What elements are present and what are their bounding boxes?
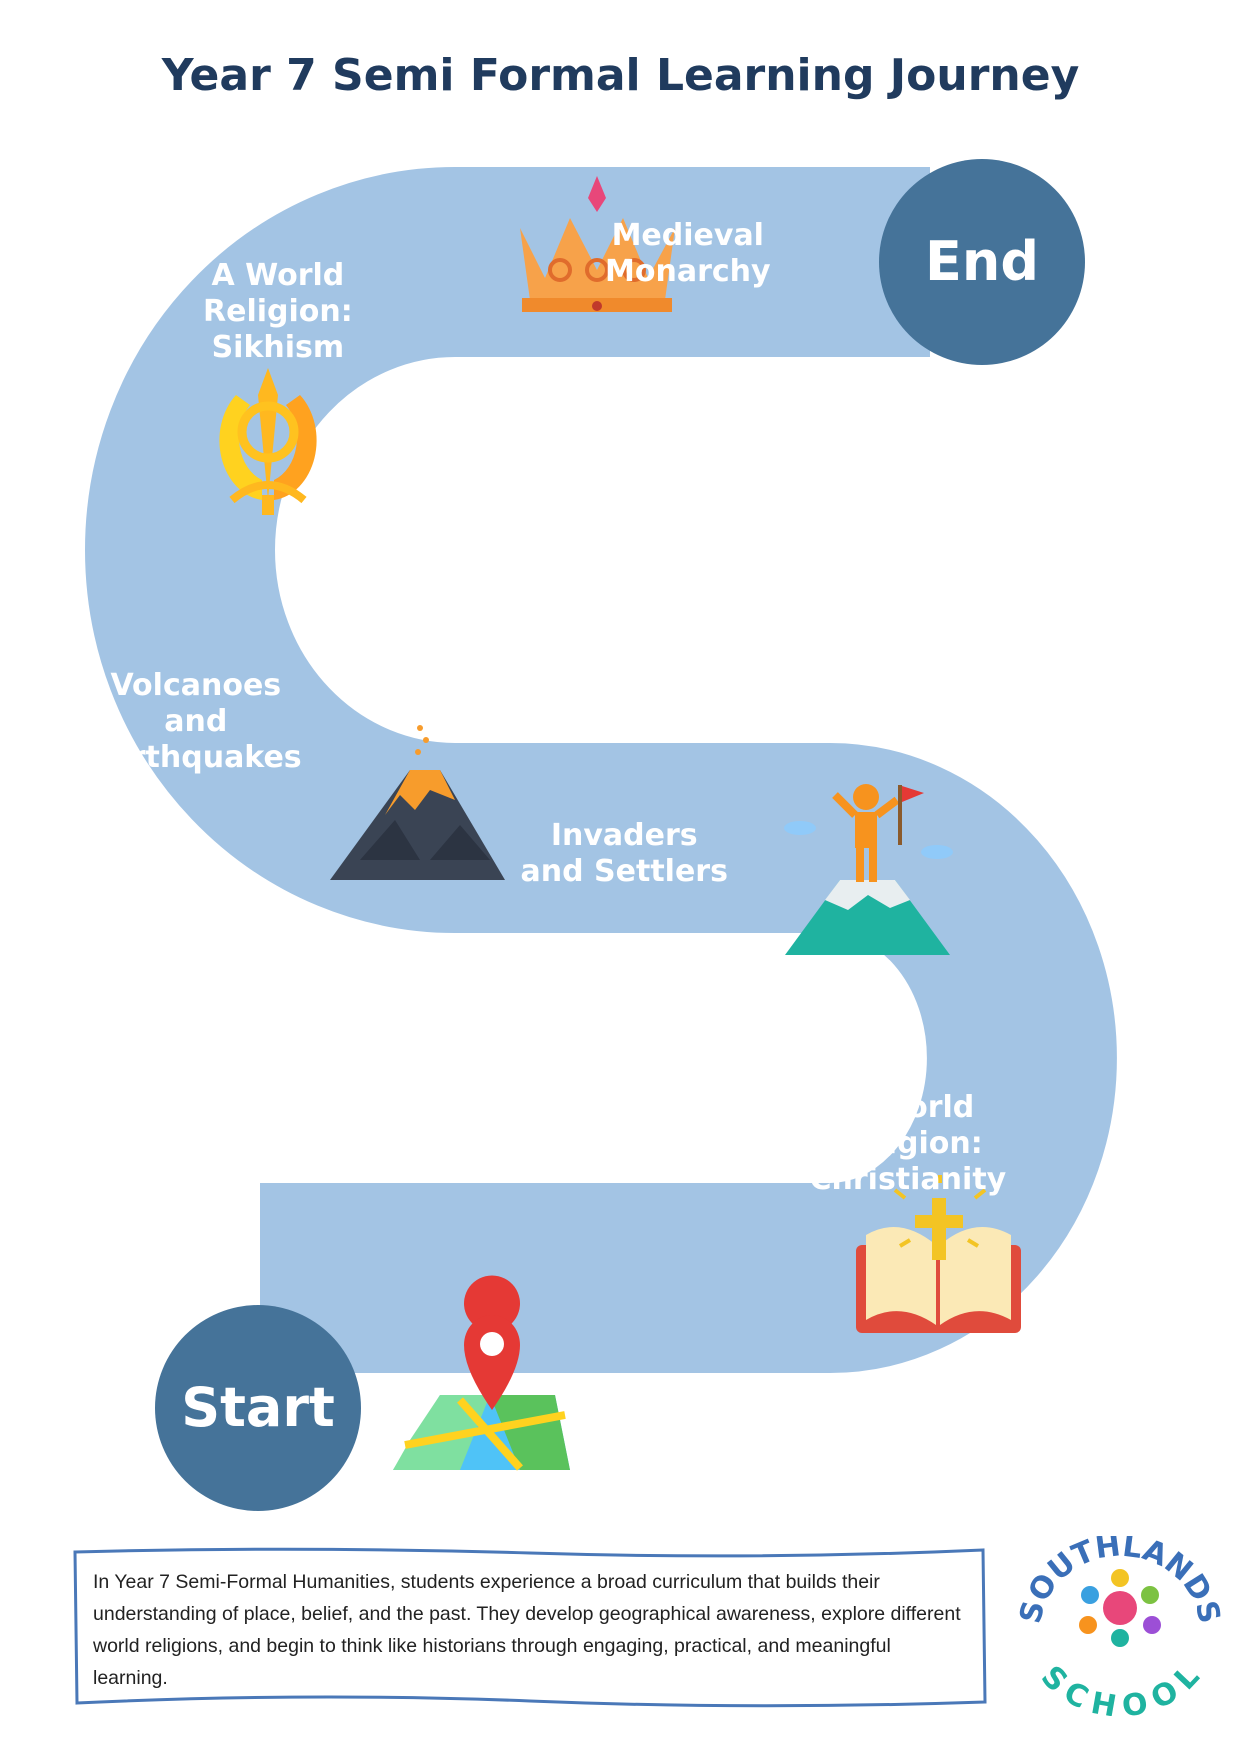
crown-icon: [520, 176, 675, 312]
mountain-climber-icon: [784, 784, 953, 955]
description-text: In Year 7 Semi-Formal Humanities, studen…: [93, 1571, 961, 1689]
description-box-border: [73, 1547, 987, 1708]
logo-top-text: SOUTHLANDS: [1013, 1536, 1227, 1627]
map-pin-icon: [393, 1275, 570, 1471]
start-label: Start: [181, 1376, 335, 1439]
stage-label-sikhism: A World Religion: Sikhism: [203, 258, 353, 365]
school-logo: [1079, 1569, 1161, 1647]
bible-cross-icon: [856, 1175, 1021, 1333]
school-logo-text: SOUTHLANDS SCHOOL: [1010, 1528, 1230, 1724]
stage-label-monarchy: Medieval Monarchy: [605, 218, 771, 289]
page-title: Year 7 Semi Formal Learning Journey: [161, 50, 1080, 101]
khanda-icon: [219, 368, 317, 515]
volcano-icon: [330, 725, 505, 880]
logo-bottom-text: SCHOOL: [1034, 1659, 1207, 1716]
stage-label-invaders: Invaders and Settlers: [520, 818, 728, 889]
end-label: End: [925, 230, 1039, 293]
end-circle: [879, 159, 1085, 365]
stage-label-volcanoes: Volcanoes and Earthquakes: [90, 668, 302, 775]
start-circle: [155, 1305, 361, 1511]
stage-label-christianity: A World Religion: Christianity: [809, 1090, 1007, 1197]
stage-label-local-area: Our Local Area: [600, 1390, 761, 1461]
